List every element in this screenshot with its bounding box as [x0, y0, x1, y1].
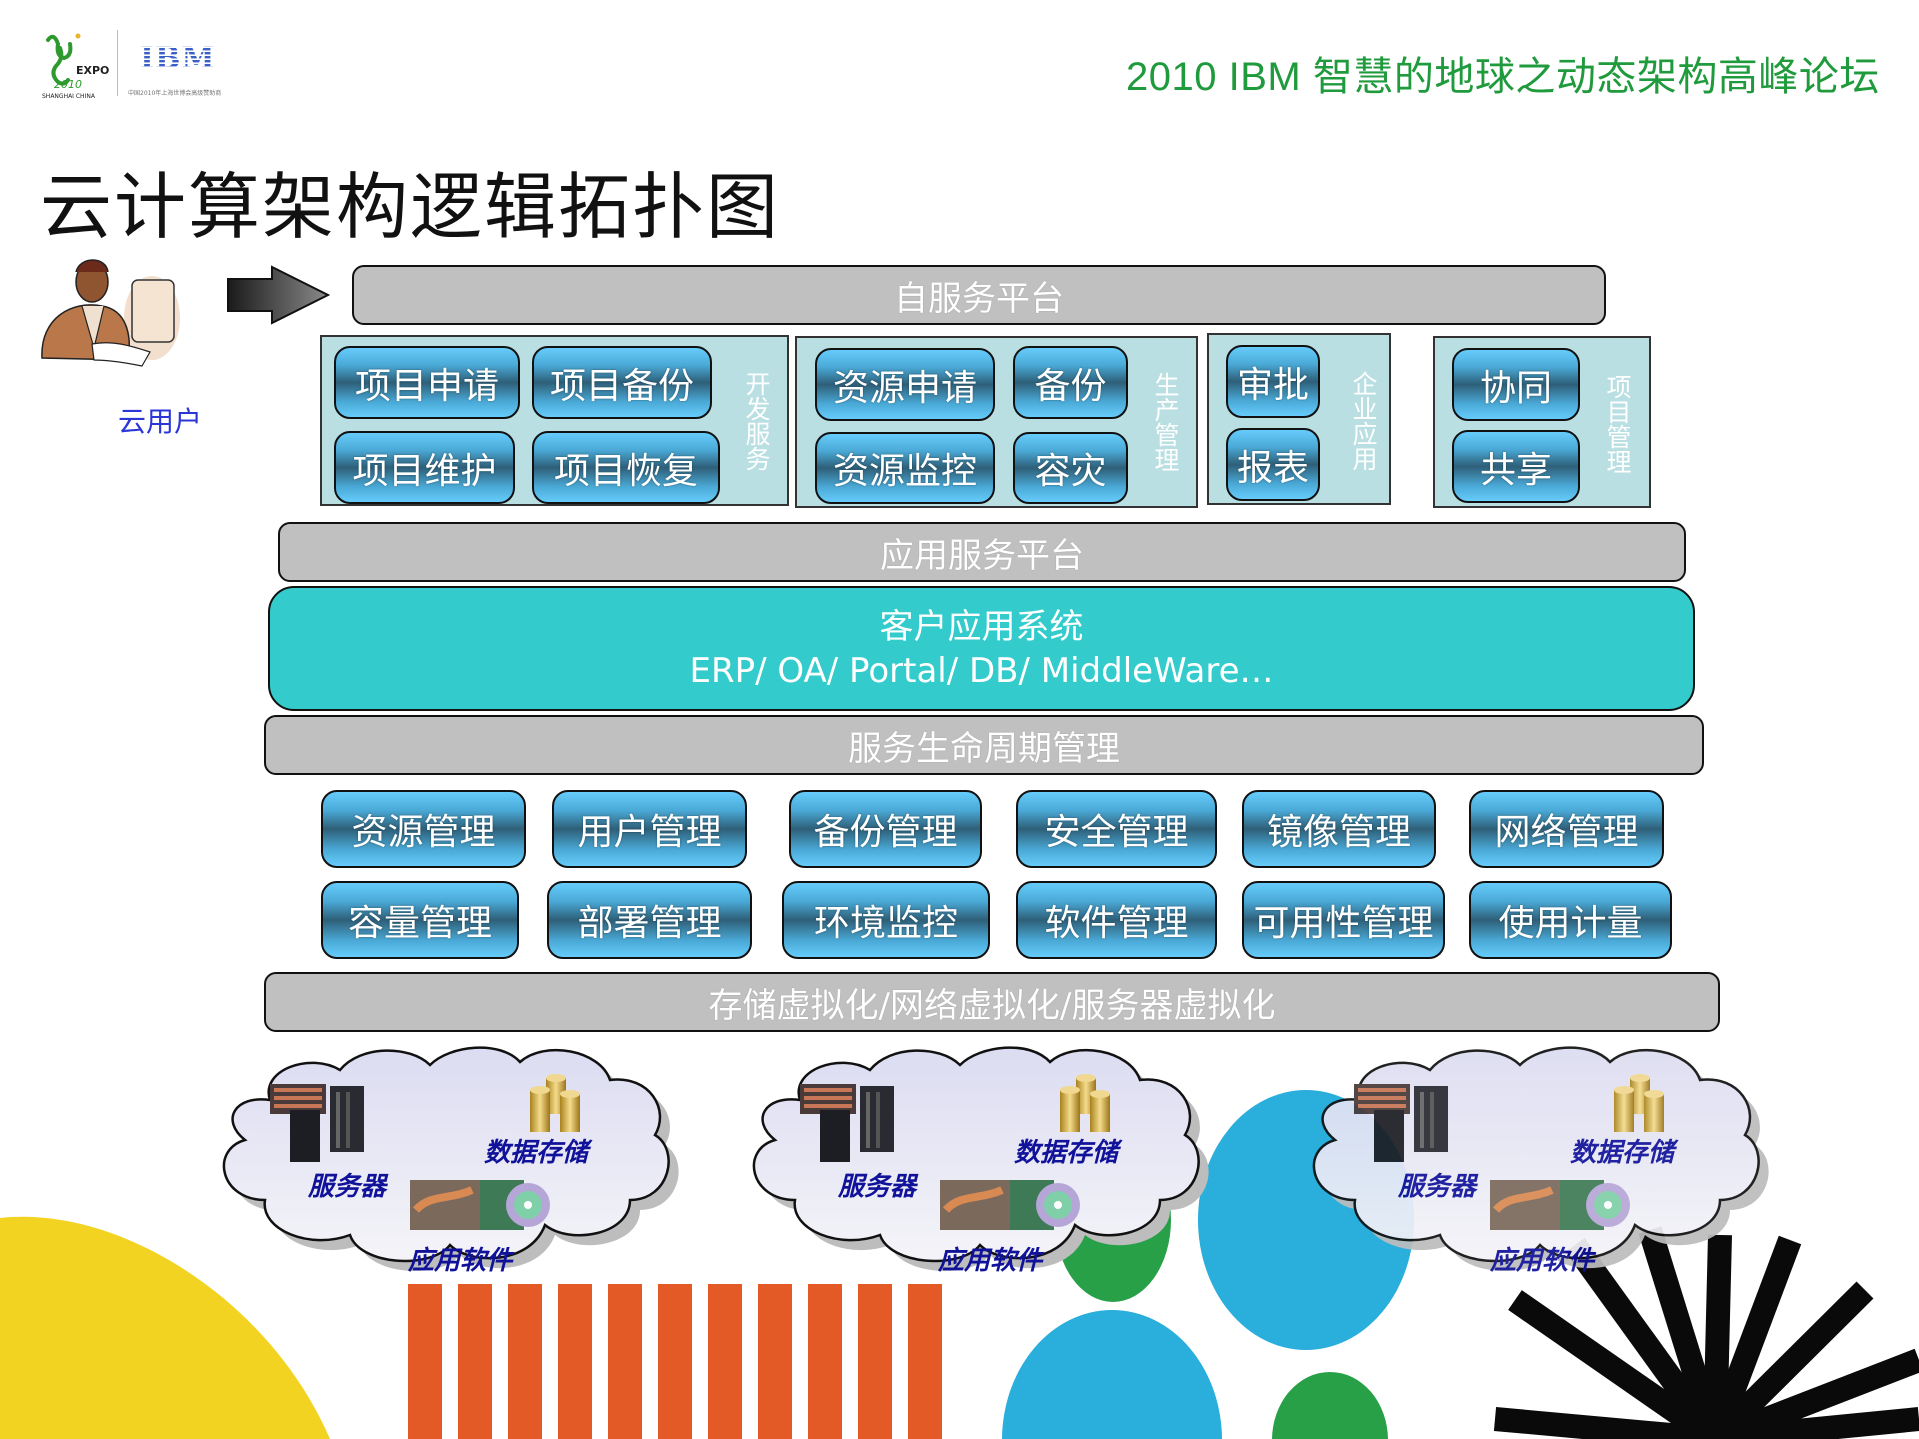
group-label-project-mgmt: 项目管理: [1603, 374, 1632, 474]
service-backup[interactable]: 备份: [1013, 346, 1128, 419]
storage-cylinders-icon: [1060, 1074, 1110, 1132]
ibm-sponsor-caption: 中国2010年上海世博会高级赞助商: [128, 90, 222, 97]
server-label: 服务器: [308, 1172, 387, 1202]
software-cd-icon: [940, 1180, 1080, 1230]
customer-apps-bar: 客户应用系统 ERP/ OA/ Portal/ DB/ MiddleWare…: [268, 586, 1695, 711]
module-availability-mgmt[interactable]: 可用性管理: [1242, 881, 1445, 959]
orange-stripes: [408, 1284, 942, 1439]
service-project-apply[interactable]: 项目申请: [334, 346, 520, 419]
virtualization-label: 存储虚拟化/网络虚拟化/服务器虚拟化: [708, 985, 1276, 1026]
service-disaster-recovery[interactable]: 容灾: [1013, 432, 1128, 504]
app-software-label: 应用软件: [408, 1246, 513, 1276]
module-image-mgmt[interactable]: 镜像管理: [1242, 790, 1436, 868]
green-circle-bottom: [1272, 1372, 1388, 1439]
server-rack-icon: [1354, 1084, 1448, 1162]
svg-text:2010: 2010: [54, 78, 82, 91]
self-service-platform-bar: 自服务平台: [352, 265, 1606, 325]
ibm-logo: IBM: [140, 41, 216, 74]
module-software-mgmt[interactable]: 软件管理: [1016, 881, 1217, 959]
resource-cloud-1: 服务器 数据存储 应用软件: [200, 1040, 700, 1280]
service-project-restore[interactable]: 项目恢复: [532, 431, 720, 504]
blue-circle-bottom: [1002, 1310, 1222, 1439]
group-label-enterprise: 企业应用: [1349, 371, 1378, 471]
module-resource-mgmt[interactable]: 资源管理: [321, 790, 526, 868]
module-backup-mgmt[interactable]: 备份管理: [789, 790, 982, 868]
conference-title: 2010 IBM 智慧的地球之动态架构高峰论坛: [1126, 55, 1880, 99]
module-env-monitor[interactable]: 环境监控: [782, 881, 990, 959]
group-label-development: 开发服务: [742, 371, 771, 471]
cloud-user-label: 云用户: [118, 405, 203, 438]
self-service-platform-label: 自服务平台: [894, 278, 1064, 319]
storage-cylinders-icon: [530, 1074, 580, 1132]
resource-cloud-2: 服务器 数据存储 应用软件: [730, 1040, 1230, 1280]
service-sharing[interactable]: 共享: [1452, 430, 1580, 503]
software-cd-icon: [1490, 1180, 1630, 1230]
resource-cloud-3: 服务器 数据存储 应用软件: [1290, 1040, 1790, 1280]
service-group-production: 资源申请 备份 资源监控 容灾 生产管理: [795, 336, 1198, 508]
app-software-label: 应用软件: [1490, 1246, 1595, 1276]
svg-text:SHANGHAI CHINA: SHANGHAI CHINA: [42, 93, 96, 100]
storage-cylinders-icon: [1614, 1074, 1664, 1132]
service-project-maintain[interactable]: 项目维护: [334, 431, 515, 504]
module-network-mgmt[interactable]: 网络管理: [1469, 790, 1664, 868]
service-project-backup[interactable]: 项目备份: [532, 346, 712, 419]
virtualization-bar: 存储虚拟化/网络虚拟化/服务器虚拟化: [264, 972, 1720, 1032]
customer-apps-title: 客户应用系统: [879, 606, 1084, 647]
module-capacity-mgmt[interactable]: 容量管理: [321, 881, 519, 959]
data-storage-label: 数据存储: [484, 1138, 589, 1168]
service-resource-apply[interactable]: 资源申请: [815, 348, 995, 421]
service-report[interactable]: 报表: [1226, 428, 1320, 501]
app-service-platform-label: 应用服务平台: [880, 535, 1084, 576]
module-user-mgmt[interactable]: 用户管理: [552, 790, 747, 868]
data-storage-label: 数据存储: [1570, 1138, 1675, 1168]
service-approval[interactable]: 审批: [1226, 345, 1320, 418]
service-group-enterprise: 审批 报表 企业应用: [1207, 333, 1391, 505]
server-rack-icon: [270, 1084, 364, 1162]
service-lifecycle-label: 服务生命周期管理: [848, 728, 1120, 769]
data-storage-label: 数据存储: [1014, 1138, 1119, 1168]
service-lifecycle-bar: 服务生命周期管理: [264, 715, 1704, 775]
logo-divider: [117, 30, 118, 96]
expo-2010-logo: EXPO 2010 SHANGHAI CHINA: [42, 33, 109, 100]
page-title: 云计算架构逻辑拓扑图: [40, 165, 781, 249]
server-label: 服务器: [838, 1172, 917, 1202]
group-label-production: 生产管理: [1151, 372, 1180, 472]
software-cd-icon: [410, 1180, 550, 1230]
svg-text:EXPO: EXPO: [76, 64, 109, 77]
svg-text:IBM: IBM: [140, 41, 216, 74]
app-service-platform-bar: 应用服务平台: [278, 522, 1686, 582]
module-security-mgmt[interactable]: 安全管理: [1016, 790, 1217, 868]
service-group-development: 项目申请 项目备份 项目维护 项目恢复 开发服务: [320, 335, 789, 506]
module-usage-metering[interactable]: 使用计量: [1469, 881, 1672, 959]
module-deployment-mgmt[interactable]: 部署管理: [547, 881, 752, 959]
server-rack-icon: [800, 1084, 894, 1162]
server-label: 服务器: [1398, 1172, 1477, 1202]
customer-apps-list: ERP/ OA/ Portal/ DB/ MiddleWare…: [689, 650, 1274, 691]
app-software-label: 应用软件: [938, 1246, 1043, 1276]
service-collaboration[interactable]: 协同: [1452, 348, 1580, 421]
service-resource-monitor[interactable]: 资源监控: [815, 432, 995, 504]
right-arrow-icon: [227, 265, 331, 325]
service-group-project-mgmt: 协同 共享 项目管理: [1433, 336, 1651, 508]
person-at-computer-icon: [41, 259, 180, 367]
